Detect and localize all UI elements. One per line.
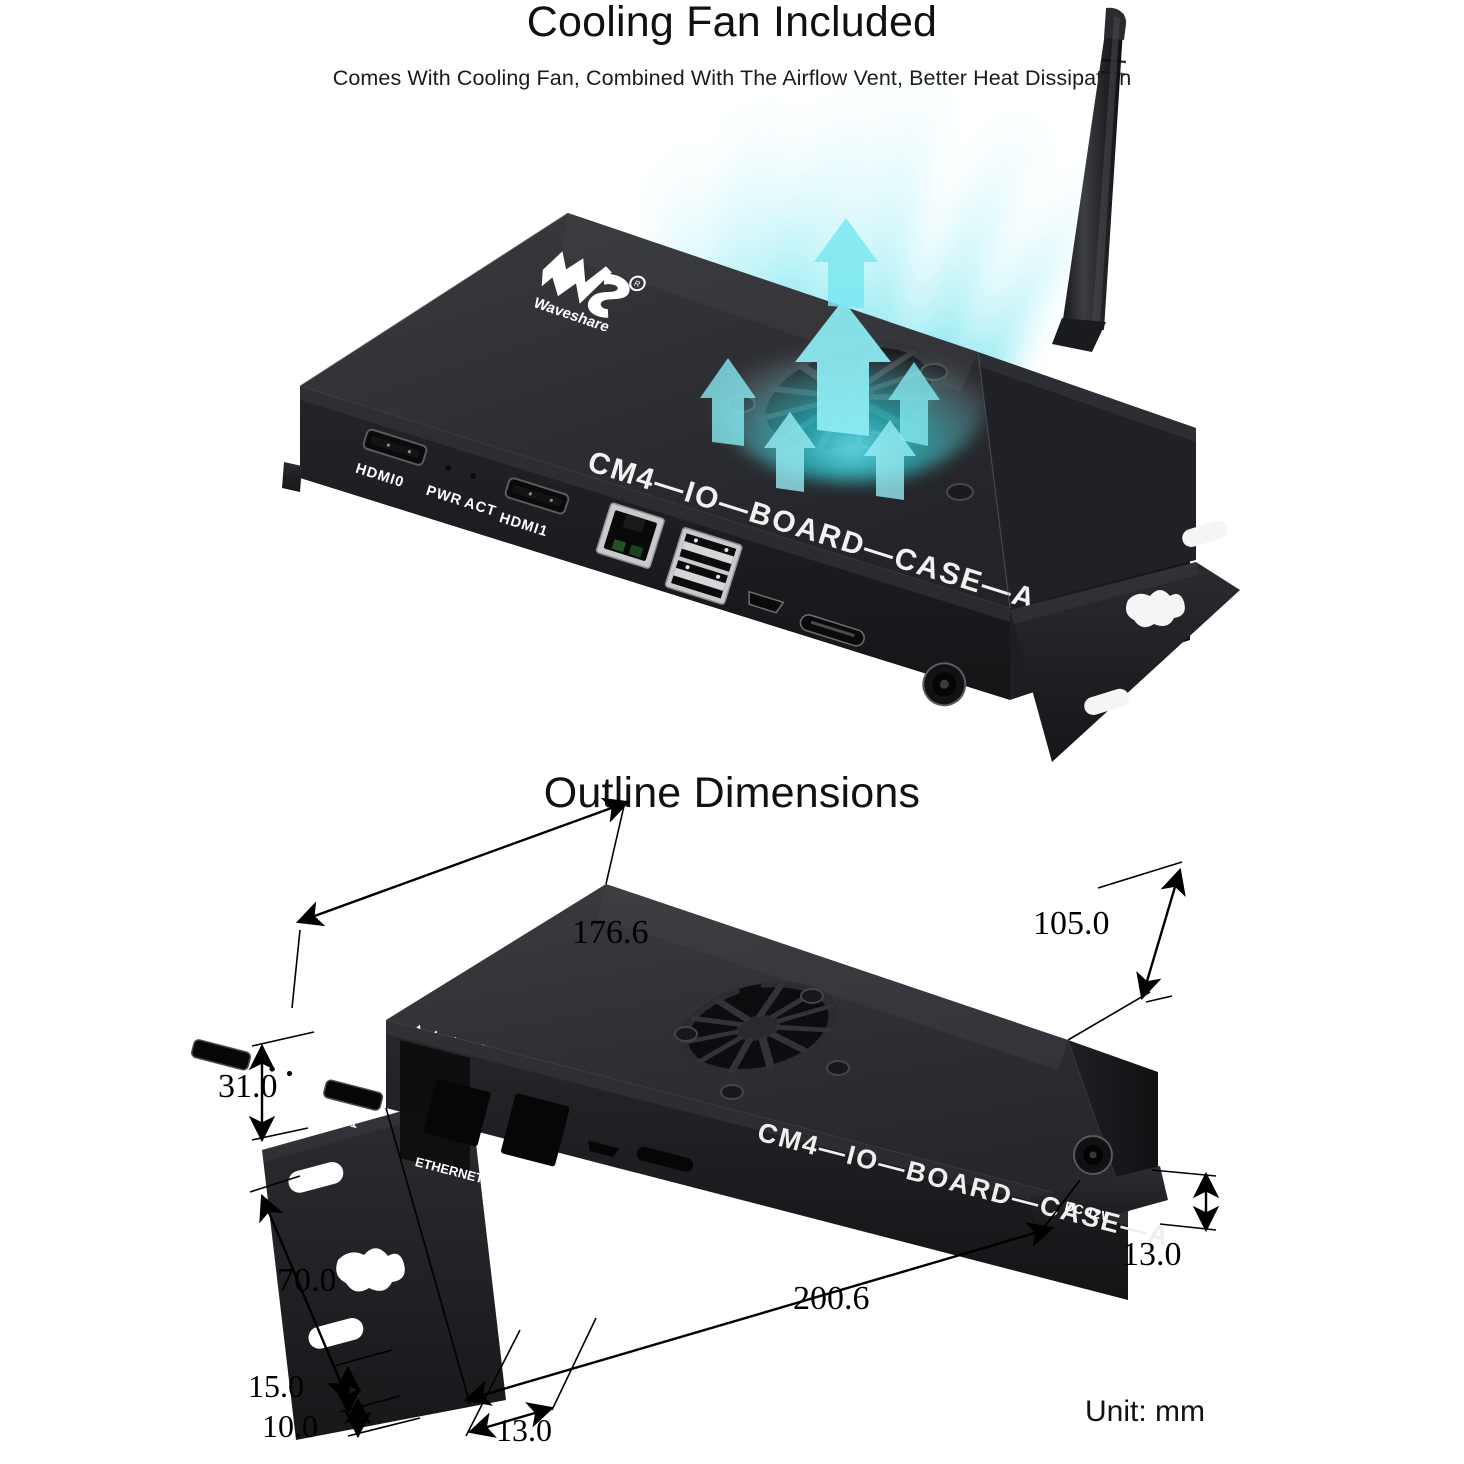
cooling-section-subtitle: Comes With Cooling Fan, Combined With Th… <box>332 66 1132 90</box>
ethernet-label: ETHERNET <box>586 569 673 610</box>
fan-grille <box>728 340 974 501</box>
mounting-bracket-left-top <box>282 462 302 492</box>
case-front-face <box>300 386 1010 700</box>
front-bracket-lip <box>1030 1166 1168 1236</box>
dimension-lines <box>248 797 1220 1439</box>
slave-port-bottom <box>588 1140 620 1158</box>
slave-port <box>748 590 785 614</box>
pwr-label: PWR <box>424 483 464 509</box>
model-text-top-photo: CM4—IO—BOARD—CASE—A <box>584 445 1040 616</box>
port-cluster-bottom: HDMI0 PWR ACT HDMI1 ETHERNET USB1/2 SLAV… <box>184 1039 694 1211</box>
unit-note: Unit: mm <box>1085 1395 1205 1428</box>
ethernet-port-bottom <box>423 1079 491 1147</box>
case-side-face-bottom <box>1068 1040 1158 1212</box>
hdmi1-port <box>504 477 570 515</box>
fan-grille-bottom <box>674 981 850 1100</box>
usb-port-bottom <box>501 1093 570 1167</box>
tf-card-label: TF CARD <box>787 649 859 685</box>
dc-jack-bottom <box>1073 1135 1113 1175</box>
case-right-face <box>1010 548 1190 700</box>
dimension-label-176-6: 176.6 <box>572 914 649 951</box>
ethernet-port <box>595 502 665 569</box>
wifi-antenna <box>1052 7 1127 352</box>
brand-name-bottom: Waveshare <box>394 1059 465 1095</box>
brand-name-top: Waveshare <box>531 295 613 336</box>
case-top-face <box>300 213 1010 608</box>
dimension-label-10-0: 10.0 <box>262 1408 318 1444</box>
usb-label-bottom: USB1/2 <box>492 1170 540 1196</box>
usb-label: USB1/2 <box>655 603 714 635</box>
case-front-face-bottom <box>386 1020 1128 1300</box>
case-side-face <box>978 352 1196 608</box>
airflow-arrows <box>700 218 940 500</box>
model-label-bottom: CM4—IO—BOARD—CASE—A <box>754 1117 1173 1252</box>
case-end-panel <box>978 352 1190 608</box>
ethernet-label-bottom: ETHERNET <box>414 1154 486 1186</box>
slave-label-bottom: SLAVE <box>570 1174 615 1199</box>
usb-port <box>664 527 743 605</box>
dimension-label-13-0-bottom: 13.0 <box>496 1412 552 1448</box>
tf-card-slot <box>799 614 865 647</box>
left-recess <box>400 1040 470 1176</box>
case-top-face-bottom <box>386 884 1128 1212</box>
cooling-section-title: Cooling Fan Included <box>526 0 938 46</box>
dimension-label-31-0: 31.0 <box>218 1068 278 1105</box>
act-label: ACT <box>462 495 498 520</box>
dc-label: DC 12V <box>898 711 957 743</box>
waveshare-logo-bottom: Waveshare <box>394 1024 489 1095</box>
dimension-label-200-6: 200.6 <box>793 1280 870 1317</box>
tf-card-slot-bottom <box>636 1146 694 1172</box>
hdmi1-port-bottom <box>323 1079 384 1111</box>
hdmi0-port <box>362 428 428 466</box>
dimension-label-15-0: 15.0 <box>248 1368 304 1404</box>
svg-text:R: R <box>633 279 642 289</box>
airflow-glow <box>658 70 1115 438</box>
act-label-bottom: ACT <box>287 1094 317 1115</box>
dimension-label-13-0-right: 13.0 <box>1122 1236 1182 1273</box>
model-label: CM4—IO—BOARD—CASE—A <box>584 445 1040 616</box>
dimension-label-70-0: 70.0 <box>277 1262 337 1299</box>
hdmi0-port-bottom <box>191 1039 252 1071</box>
dimension-label-105-0: 105.0 <box>1033 905 1110 942</box>
tf-card-label-bottom: TF CARD <box>625 1182 684 1211</box>
hdmi1-label: HDMI1 <box>497 510 550 540</box>
outline-section-title: Outline Dimensions <box>543 769 921 817</box>
slave-label: SLAVE <box>731 621 786 652</box>
hdmi0-label: HDMI0 <box>353 461 406 491</box>
mounting-bracket-right-top <box>1010 520 1240 762</box>
airflow-core-glow <box>717 318 987 482</box>
waveshare-logo-top: R Waveshare <box>531 251 646 336</box>
fan-screws <box>728 363 974 501</box>
hdmi1-label-bottom: HDMI1 <box>317 1106 360 1131</box>
dc-label-bottom: DC 12V <box>1063 1198 1111 1224</box>
dc-jack <box>922 662 967 707</box>
port-cluster-top-photo: HDMI0 PWR ACT HDMI1 ETHERNET <box>353 428 967 743</box>
